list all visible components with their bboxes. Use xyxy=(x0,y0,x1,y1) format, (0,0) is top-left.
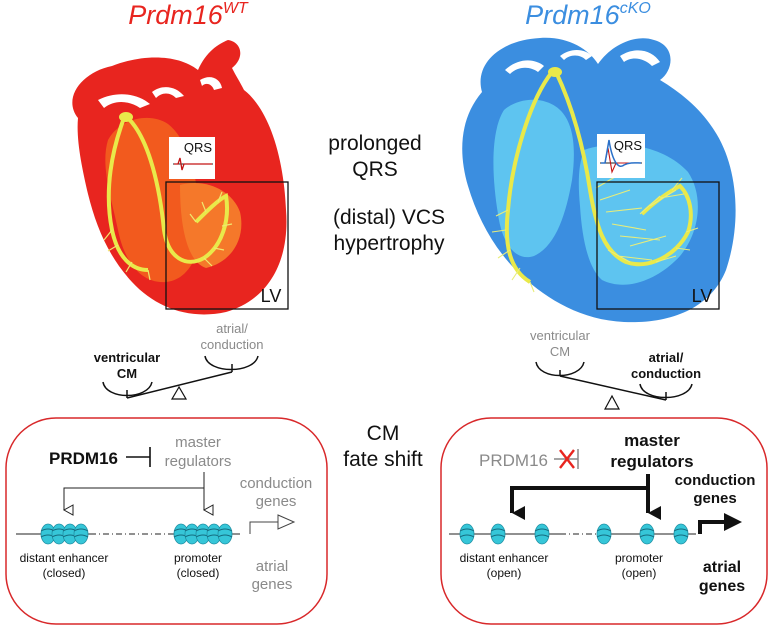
svg-text:(open): (open) xyxy=(622,566,657,580)
svg-text:CM: CM xyxy=(117,366,137,381)
svg-text:genes: genes xyxy=(252,576,293,593)
svg-text:(closed): (closed) xyxy=(177,566,220,580)
svg-text:QRS: QRS xyxy=(352,158,398,181)
cko-heart xyxy=(462,37,736,323)
svg-text:genes: genes xyxy=(256,493,297,510)
svg-text:atrial: atrial xyxy=(256,558,289,575)
svg-text:(closed): (closed) xyxy=(43,566,86,580)
wt-regulation-box xyxy=(5,417,328,625)
cko-lv-box xyxy=(596,181,720,310)
cko-regulation: PRDM16 master regulators conduction gene… xyxy=(449,431,755,595)
svg-text:conduction: conduction xyxy=(240,475,313,492)
svg-text:prolonged: prolonged xyxy=(328,132,421,155)
svg-text:atrial/: atrial/ xyxy=(649,350,684,365)
svg-text:ventricular: ventricular xyxy=(530,328,591,343)
svg-text:CM: CM xyxy=(550,344,570,359)
svg-text:hypertrophy: hypertrophy xyxy=(334,232,445,255)
svg-text:QRS: QRS xyxy=(184,140,213,155)
cko-title: Prdm16cKO xyxy=(525,0,651,30)
cko-regulation-box xyxy=(440,417,768,625)
svg-text:promoter: promoter xyxy=(174,551,222,565)
wt-regulation: PRDM16 master regulators conduction gene… xyxy=(16,434,312,593)
svg-text:ventricular: ventricular xyxy=(94,350,160,365)
svg-text:PRDM16: PRDM16 xyxy=(49,449,118,468)
svg-text:fate shift: fate shift xyxy=(343,448,423,471)
svg-text:master: master xyxy=(175,434,221,451)
svg-text:master: master xyxy=(624,431,680,450)
svg-text:conduction: conduction xyxy=(631,366,701,381)
svg-text:genes: genes xyxy=(693,490,736,507)
svg-text:conduction: conduction xyxy=(675,472,756,489)
cko-balance: ventricular CM atrial/ conduction xyxy=(530,328,701,410)
svg-text:genes: genes xyxy=(699,578,745,595)
svg-text:distant enhancer: distant enhancer xyxy=(20,551,109,565)
wt-qrs-inset: QRS xyxy=(169,137,215,179)
cko-lv-label: LV xyxy=(692,286,713,306)
cko-qrs-inset: QRS xyxy=(597,134,645,178)
wt-lv-box xyxy=(165,181,289,310)
svg-text:(distal) VCS: (distal) VCS xyxy=(333,206,445,229)
phenotype-text: prolonged QRS (distal) VCS hypertrophy xyxy=(328,132,445,255)
svg-text:distant enhancer: distant enhancer xyxy=(460,551,549,565)
svg-text:CM: CM xyxy=(367,422,400,445)
wt-lv-label: LV xyxy=(261,286,282,306)
wt-title: Prdm16WT xyxy=(128,0,249,30)
svg-text:regulators: regulators xyxy=(165,453,232,470)
svg-text:conduction: conduction xyxy=(201,337,264,352)
svg-text:regulators: regulators xyxy=(610,452,693,471)
svg-text:atrial/: atrial/ xyxy=(216,321,248,336)
svg-text:atrial: atrial xyxy=(703,559,741,576)
svg-text:QRS: QRS xyxy=(614,138,643,153)
wt-balance: ventricular CM atrial/ conduction xyxy=(94,321,264,400)
fate-shift-text: CM fate shift xyxy=(343,422,423,471)
blocked-cross-icon xyxy=(559,449,575,469)
svg-text:PRDM16: PRDM16 xyxy=(479,451,548,470)
svg-text:promoter: promoter xyxy=(615,551,663,565)
svg-text:(open): (open) xyxy=(487,566,522,580)
